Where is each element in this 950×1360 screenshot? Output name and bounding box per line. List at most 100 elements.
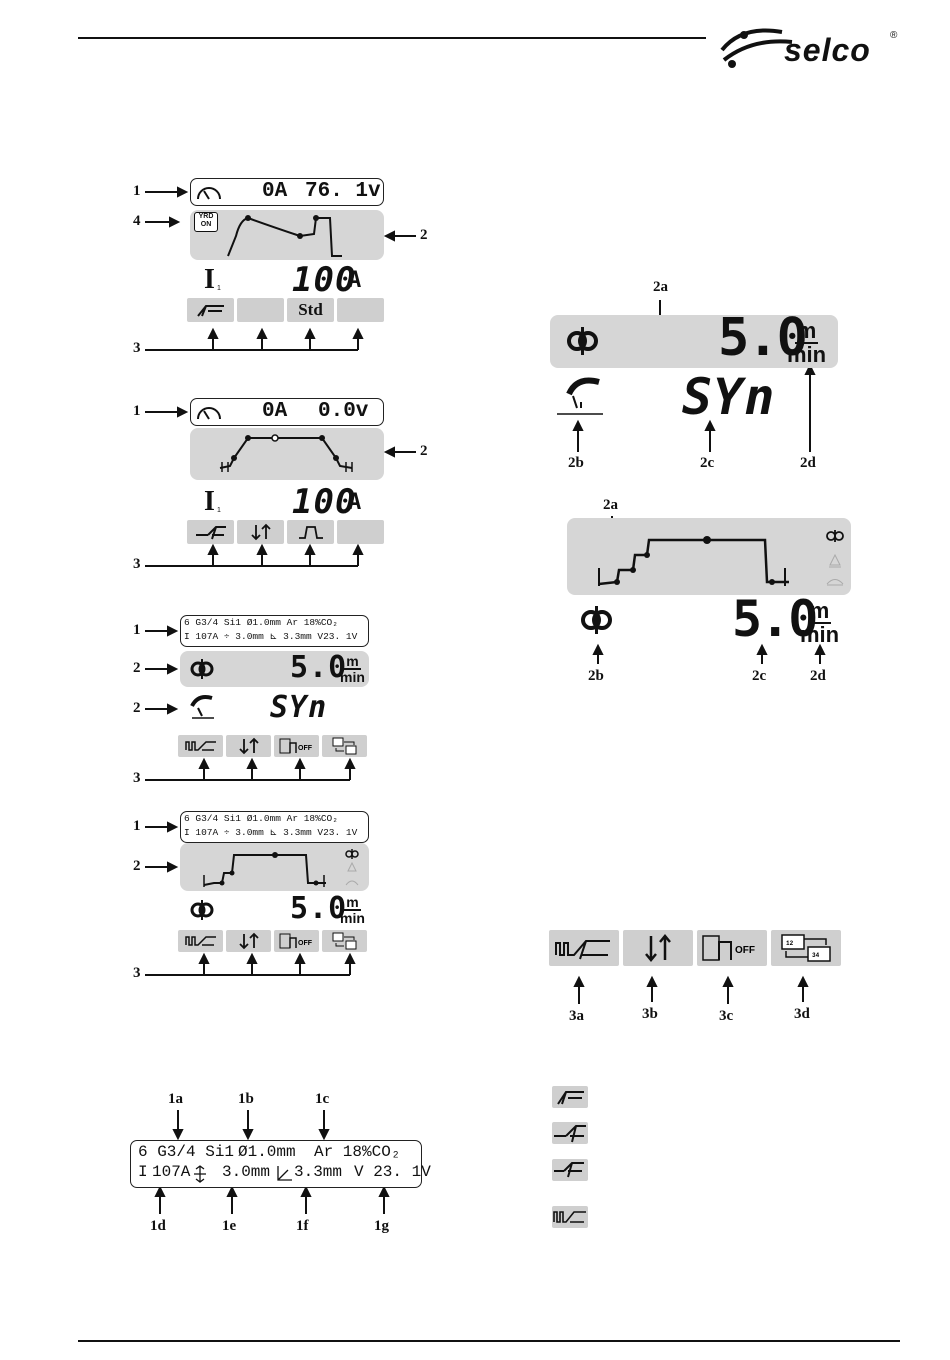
tab-up-down[interactable] [623,930,693,966]
detail-gas: Ar 18%CO₂ [314,1143,401,1161]
meter-current: 0A [262,180,288,203]
speed-unit: m min [340,654,365,684]
param-sub: 1 [217,507,221,514]
info-detail-box [130,1140,422,1188]
yard-text: YRD [198,213,214,220]
gauge-icon [197,187,221,200]
waveform-graph [227,215,342,257]
tab-std-label: Std [298,300,323,319]
label-1: 1 [133,183,141,199]
program-grid-icon [332,737,356,755]
grid-text-1: 12 [786,940,794,947]
label-2d: 2d [810,668,826,684]
label-3c: 3c [719,1008,734,1024]
label-3a: 3a [569,1008,584,1024]
tab-torch-wire[interactable] [187,520,234,544]
legend-torch [552,1086,588,1108]
label-1f: 1f [296,1218,309,1234]
tab-bar: OFF [178,930,367,952]
param-unit: A [348,490,363,515]
label-2d: 2d [800,455,816,471]
tab-empty-1[interactable] [237,298,284,322]
tab-program-grid[interactable] [322,930,367,952]
off-text: OFF [735,945,755,956]
tab-double-pulse-off[interactable]: OFF [274,735,319,757]
tab-empty[interactable] [337,520,384,544]
tab-std[interactable]: Std [287,298,334,322]
mode-text: SYn [682,368,776,426]
param-value: 100 [292,482,357,522]
detail-fillet: 3.3mm [294,1163,343,1181]
tab-up-down[interactable] [237,520,284,544]
label-1e: 1e [222,1218,237,1234]
label-2b: 2 [133,700,141,716]
label-3d: 3d [794,1006,810,1022]
meter-voltage: 76. 1v [305,180,381,203]
detail-current: 107A [152,1163,191,1181]
info-line-2: I 107A ÷ 3.0mm ⊾ 3.3mm V23. 1V [184,631,358,642]
label-2a: 2a [653,279,668,295]
speed-value: 5.0 [290,891,348,926]
detail-diameter: Ø1.0mm [238,1143,296,1161]
tab-up-down[interactable] [226,930,271,952]
detail-voltage: V 23. 1V [354,1163,431,1181]
label-3: 3 [133,556,141,572]
meter-box [190,178,384,206]
tab-program-grid[interactable]: 12 34 [771,930,841,966]
tab-empty-2[interactable] [337,298,384,322]
label-1a: 1a [168,1091,183,1107]
wire-feed-icon [581,606,612,634]
label-3: 3 [133,340,141,356]
yard-on-badge: YRD ON [194,212,218,232]
unit-num: m [344,894,361,911]
waveform-panel [190,210,384,260]
speed-value: 5.0 [732,590,818,648]
tab-double-pulse-off[interactable]: OFF [274,930,319,952]
tab-double-pulse-off[interactable]: OFF [697,930,767,966]
pulse-torch-icon [184,741,216,751]
info-box [180,615,369,647]
tab-pulse-torch[interactable] [178,930,223,952]
label-1: 1 [133,818,141,834]
fillet-icon [277,1166,292,1181]
wire-feed-icon [567,327,598,355]
speed-value: 5.0 [290,650,348,685]
waveform-graph [598,530,844,586]
unit-den: min [340,669,365,685]
tab-program-grid[interactable] [322,735,367,757]
tab-torch[interactable] [187,298,234,322]
up-down-arrows-icon [645,934,671,962]
unit-den: min [340,910,365,926]
label-2: 2 [133,858,141,874]
tab-pulse[interactable] [287,520,334,544]
label-4: 4 [133,213,141,229]
label-2b: 2b [568,455,584,471]
torch-wire-icon [195,526,226,540]
torch-icon [196,305,224,317]
tab-up-down[interactable] [226,735,271,757]
detail-program: 6 G3/4 Si1 [138,1143,235,1161]
info-line-1: 6 G3/4 Si1 Ø1.0mm Ar 18%CO₂ [184,813,338,824]
pulse-shape-icon [298,526,323,539]
tab-bar [187,520,384,544]
label-1g: 1g [374,1218,389,1234]
detail-i-symbol: I [138,1163,148,1181]
param-sub: 1 [217,285,221,292]
double-pulse-off-icon: OFF [702,935,755,961]
on-text: ON [200,221,212,228]
label-2c: 2c [700,455,715,471]
footer-rule [78,1340,900,1342]
tab-bar: OFF [178,735,367,757]
speed-value: 5.0 [718,308,808,368]
unit-num: m [794,318,819,344]
tab-pulse-torch[interactable] [178,735,223,757]
torch-icon [557,1091,584,1105]
label-2b: 2b [588,668,604,684]
wire-feed-icon [190,659,214,679]
torch-head-icon [557,377,603,415]
param-symbol: I [204,486,216,517]
up-down-arrows-icon [250,523,271,541]
svg-text:OFF: OFF [298,745,313,752]
tab-pulse-torch[interactable] [549,930,619,966]
